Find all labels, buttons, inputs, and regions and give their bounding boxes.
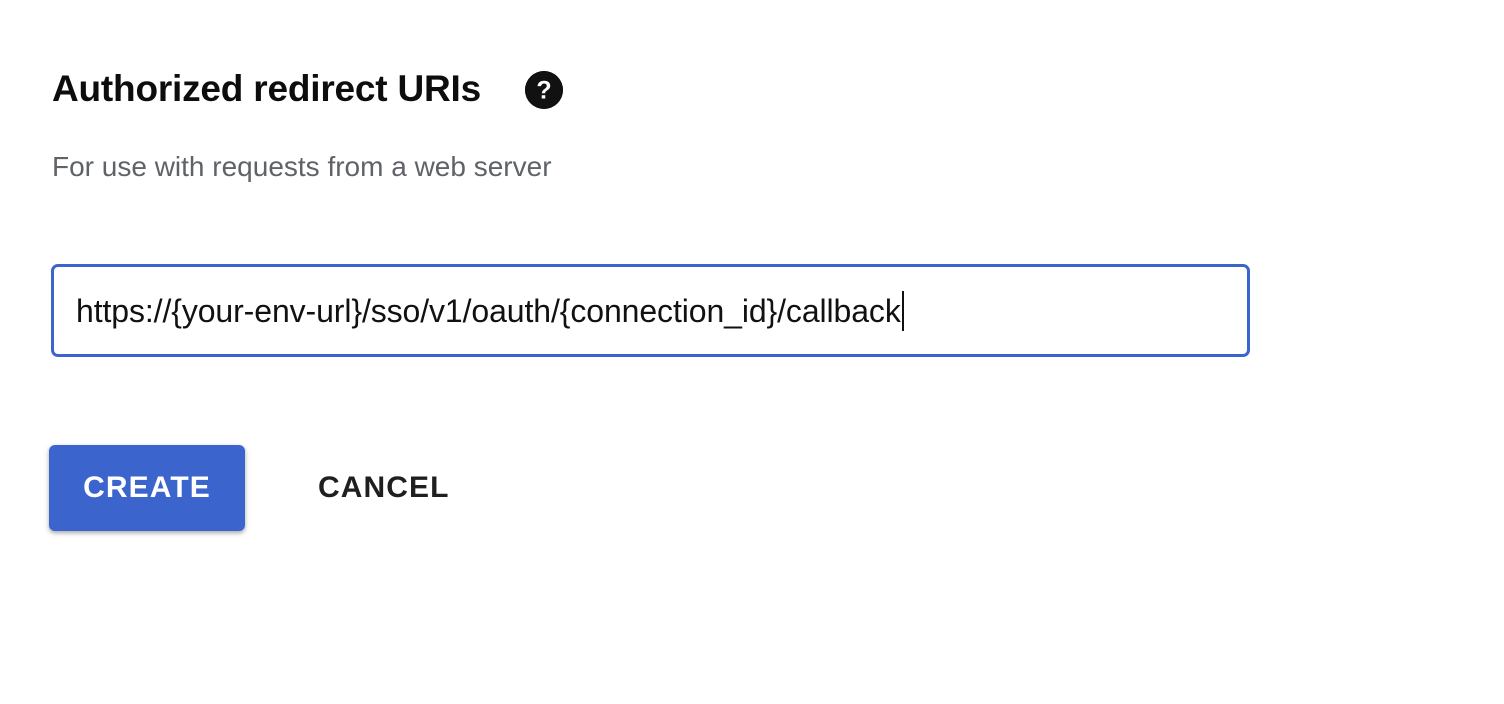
redirect-uri-value: https://{your-env-url}/sso/v1/oauth/{con…: [76, 292, 901, 329]
help-circle-icon[interactable]: ?: [525, 71, 563, 109]
section-subtitle: For use with requests from a web server: [52, 151, 552, 182]
form-actions: CREATE CANCEL: [49, 445, 458, 531]
text-caret: [901, 290, 904, 331]
redirect-uri-input[interactable]: https://{your-env-url}/sso/v1/oauth/{con…: [51, 264, 1250, 357]
create-button[interactable]: CREATE: [49, 445, 245, 531]
redirect-uri-input-content: https://{your-env-url}/sso/v1/oauth/{con…: [54, 290, 904, 331]
cancel-button[interactable]: CANCEL: [310, 445, 458, 531]
svg-text:?: ?: [536, 77, 551, 105]
section-heading-row: Authorized redirect URIs ?: [52, 62, 563, 116]
page-title: Authorized redirect URIs: [52, 68, 481, 109]
